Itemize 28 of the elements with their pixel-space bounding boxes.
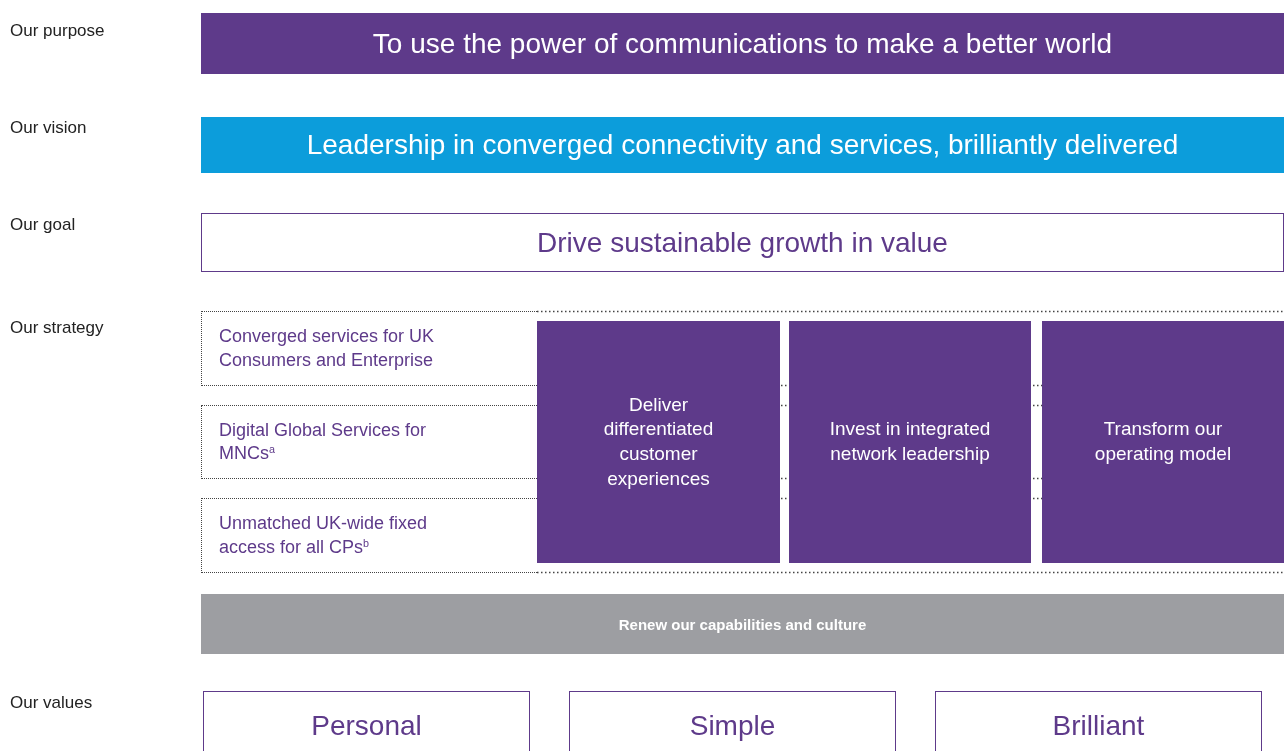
box-text: Simple [689, 710, 776, 742]
box-text: Deliver differentiated customer experiences [602, 392, 715, 491]
foundation-band [201, 594, 1284, 654]
box-text: Brilliant [1052, 710, 1145, 742]
row-heading: Our goal [10, 215, 76, 235]
row-heading: Our vision [10, 118, 87, 138]
statement-band [201, 13, 1284, 74]
strategy-pillar [537, 321, 780, 563]
box-text: To use the power of communications to make a better world [372, 27, 1113, 60]
box-text: Digital Global Services for MNCs$^{a}$ [219, 418, 428, 465]
box-text: Personal [311, 710, 422, 742]
statement-band [201, 117, 1284, 173]
value-box [203, 691, 530, 751]
box-text: Renew our capabilities and culture [618, 615, 867, 633]
box-text: Drive sustainable growth in value [537, 226, 948, 259]
goal-box [201, 213, 1284, 272]
strategy-pillar [1042, 321, 1284, 563]
value-box [935, 691, 1262, 751]
row-heading: Our values [10, 693, 93, 713]
box-text: Unmatched UK-wide fixed access for all CPs$^{b}$ [219, 512, 429, 559]
row-heading: Our purpose [10, 21, 105, 41]
value-box [569, 691, 896, 751]
strategy-pillar [789, 321, 1031, 563]
box-text: Invest in integrated network leadership [828, 417, 992, 466]
box-text: Converged services for UK Consumers and Enterprise [219, 325, 436, 372]
row-heading: Our strategy [10, 318, 104, 338]
box-text: Leadership in converged connectivity and services, brilliantly delivered [306, 129, 1179, 161]
box-text: Transform our operating model [1093, 417, 1233, 466]
